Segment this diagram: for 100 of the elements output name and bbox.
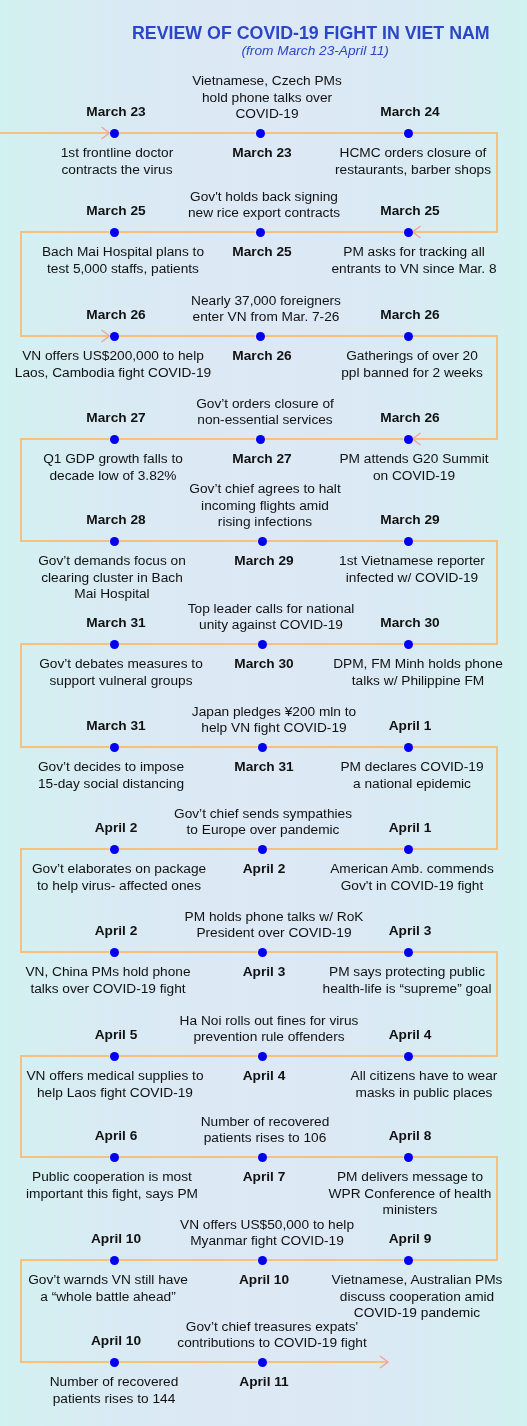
event-text: Public cooperation is most important this fight, says PM [25, 1169, 199, 1203]
date-label: April 10 [90, 1231, 142, 1248]
date-label: March 30 [379, 615, 441, 632]
event-text: Gov’t warnds VN still have a “whole battle ahead” [27, 1272, 189, 1306]
event-text: Gov’t chief sends sympathies to Europe over pandemic [173, 805, 353, 839]
date-label: April 4 [388, 1027, 432, 1044]
date-label: April 10 [90, 1333, 142, 1350]
timeline-line [117, 1055, 259, 1057]
timeline-line [411, 746, 498, 850]
timeline-dot-icon [109, 844, 119, 854]
date-label: March 26 [85, 307, 147, 324]
timeline-line [263, 231, 405, 233]
arrow [20, 231, 111, 343]
date-label: April 1 [388, 820, 432, 837]
timeline-dot-icon [257, 536, 267, 546]
timeline-dot-icon [255, 434, 265, 444]
timeline-dot-icon [403, 844, 413, 854]
timeline-line [117, 1156, 259, 1158]
event-text: Top leader calls for national unity against COVID-19 [187, 600, 355, 634]
date-label: March 29 [379, 512, 441, 529]
date-label: April 2 [94, 923, 138, 940]
timeline-dot-icon [403, 639, 413, 649]
event-text: VN offers medical supplies to help Laos fight COVID-19 [25, 1068, 205, 1102]
timeline-line [263, 132, 405, 134]
timeline-line [20, 643, 111, 748]
date-label: March 28 [85, 512, 147, 529]
timeline-line [117, 438, 257, 440]
timeline-line [265, 746, 405, 748]
event-text: PM declares COVID-19 a national epidemic [339, 759, 485, 793]
timeline-dot-icon [257, 844, 267, 854]
date-label: April 3 [242, 964, 286, 981]
event-text: Gov’t orders closure of non-essential services [195, 395, 335, 429]
timeline-dot-icon [257, 1152, 267, 1162]
event-text: Number of recovered patients rises to 106 [200, 1113, 330, 1147]
timeline-line [265, 643, 405, 645]
event-text: American Amb. commends Gov't in COVID-19 fight [329, 861, 495, 895]
event-text: Bach Mai Hospital plans to test 5,000 staffs, patients [41, 244, 205, 278]
date-label: March 29 [233, 553, 295, 570]
timeline-dot-icon [403, 331, 413, 341]
timeline-line [117, 848, 259, 850]
timeline-line [117, 643, 259, 645]
event-text: HCMC orders closure of restaurants, barber shops [334, 145, 492, 179]
event-text: 1st frontline doctor contracts the virus [60, 145, 174, 179]
timeline-dot-icon [257, 639, 267, 649]
timeline-line [411, 951, 498, 1057]
event-text: Number of recovered patients rises to 144 [49, 1374, 179, 1408]
timeline-line [411, 540, 498, 645]
timeline-dot-icon [109, 1255, 119, 1265]
timeline-dot-icon [403, 1152, 413, 1162]
timeline-line [265, 1259, 405, 1261]
arrow [411, 132, 498, 239]
date-label: April 2 [94, 820, 138, 837]
timeline-dot-icon [109, 1051, 119, 1061]
date-label: March 27 [231, 451, 293, 468]
timeline-line [117, 335, 257, 337]
timeline-dot-icon [403, 1255, 413, 1265]
timeline-dot-icon [109, 434, 119, 444]
date-label: April 1 [388, 718, 432, 735]
event-text: VN offers US$200,000 to help Laos, Cambodia fight COVID-19 [14, 348, 212, 382]
arrow [411, 335, 498, 446]
date-label: April 10 [238, 1272, 290, 1289]
date-label: April 6 [94, 1128, 138, 1145]
timeline-line [265, 951, 405, 953]
date-label: April 8 [388, 1128, 432, 1145]
timeline-line [117, 1259, 259, 1261]
timeline-dot-icon [255, 128, 265, 138]
timeline-line [263, 438, 405, 440]
timeline-line [20, 438, 111, 542]
date-label: April 4 [242, 1068, 286, 1085]
title: REVIEW OF COVID-19 FIGHT IN VIET NAM [132, 22, 490, 44]
timeline-line [411, 1156, 498, 1261]
timeline-dot-icon [109, 1357, 119, 1367]
event-text: Gatherings of over 20 ppl banned for 2 weeks [340, 348, 484, 382]
timeline-dot-icon [109, 128, 119, 138]
arrow [0, 126, 111, 140]
timeline-dot-icon [257, 1051, 267, 1061]
timeline-line [20, 1055, 111, 1158]
date-label: March 23 [85, 104, 147, 121]
timeline-dot-icon [257, 1357, 267, 1367]
date-label: March 31 [233, 759, 295, 776]
timeline-line [265, 540, 405, 542]
timeline-dot-icon [109, 742, 119, 752]
date-label: April 5 [94, 1027, 138, 1044]
date-label: March 25 [231, 244, 293, 261]
event-text: All citizens have to wear masks in public places [350, 1068, 498, 1102]
timeline-dot-icon [403, 434, 413, 444]
timeline-line [263, 335, 405, 337]
timeline-line [265, 1055, 405, 1057]
timeline-line [117, 746, 259, 748]
timeline-line [265, 1156, 405, 1158]
event-text: PM holds phone talks w/ RoK President over COVID-19 [184, 908, 364, 942]
event-text: Gov’t debates measures to support vulneral groups [38, 656, 204, 690]
timeline-dot-icon [403, 742, 413, 752]
event-text: Ha Noi rolls out fines for virus prevention rule offenders [179, 1012, 359, 1046]
timeline-dot-icon [403, 947, 413, 957]
timeline-dot-icon [109, 331, 119, 341]
event-text: Gov’t decides to impose 15-day social distancing [37, 759, 185, 793]
event-text: Q1 GDP growth falls to decade low of 3.82% [42, 451, 184, 485]
event-text: DPM, FM Minh holds phone talks w/ Philippine FM [332, 656, 504, 690]
arrow [265, 1355, 389, 1369]
